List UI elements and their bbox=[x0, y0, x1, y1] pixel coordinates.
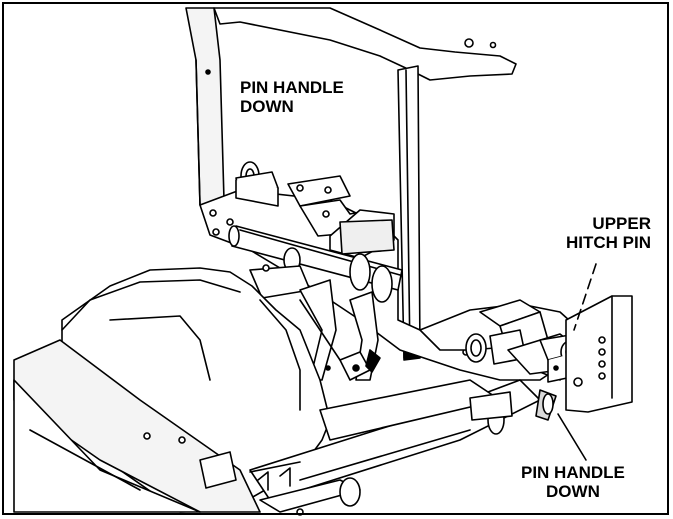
callout-line: DOWN bbox=[240, 97, 294, 116]
latches bbox=[143, 349, 381, 516]
callout-line: UPPER bbox=[592, 214, 651, 233]
leader-lines bbox=[557, 263, 597, 461]
callout-line: PIN HANDLE bbox=[240, 78, 344, 97]
pin-handle-top bbox=[235, 161, 279, 207]
callout-upper-hitch-pin: UPPER HITCH PIN bbox=[566, 214, 651, 252]
stacked-brackets bbox=[287, 175, 395, 259]
pin-handle-bottom bbox=[535, 389, 557, 421]
lower-deck bbox=[13, 339, 541, 513]
upright-frame bbox=[185, 7, 517, 211]
leader-upper-hitch-pin bbox=[573, 263, 597, 331]
callout-pin-handle-down-top: PIN HANDLE DOWN bbox=[240, 78, 344, 116]
leader-pin-handle-bottom bbox=[557, 413, 587, 461]
callout-line: HITCH PIN bbox=[566, 233, 651, 252]
callout-line: DOWN bbox=[546, 482, 600, 501]
figure-border bbox=[2, 2, 669, 515]
callout-pin-handle-down-bottom: PIN HANDLE DOWN bbox=[521, 463, 625, 501]
inner-rollers bbox=[249, 247, 393, 381]
hitch-plate bbox=[565, 295, 633, 413]
callout-line: PIN HANDLE bbox=[521, 463, 625, 482]
hitch-assembly bbox=[419, 299, 581, 381]
